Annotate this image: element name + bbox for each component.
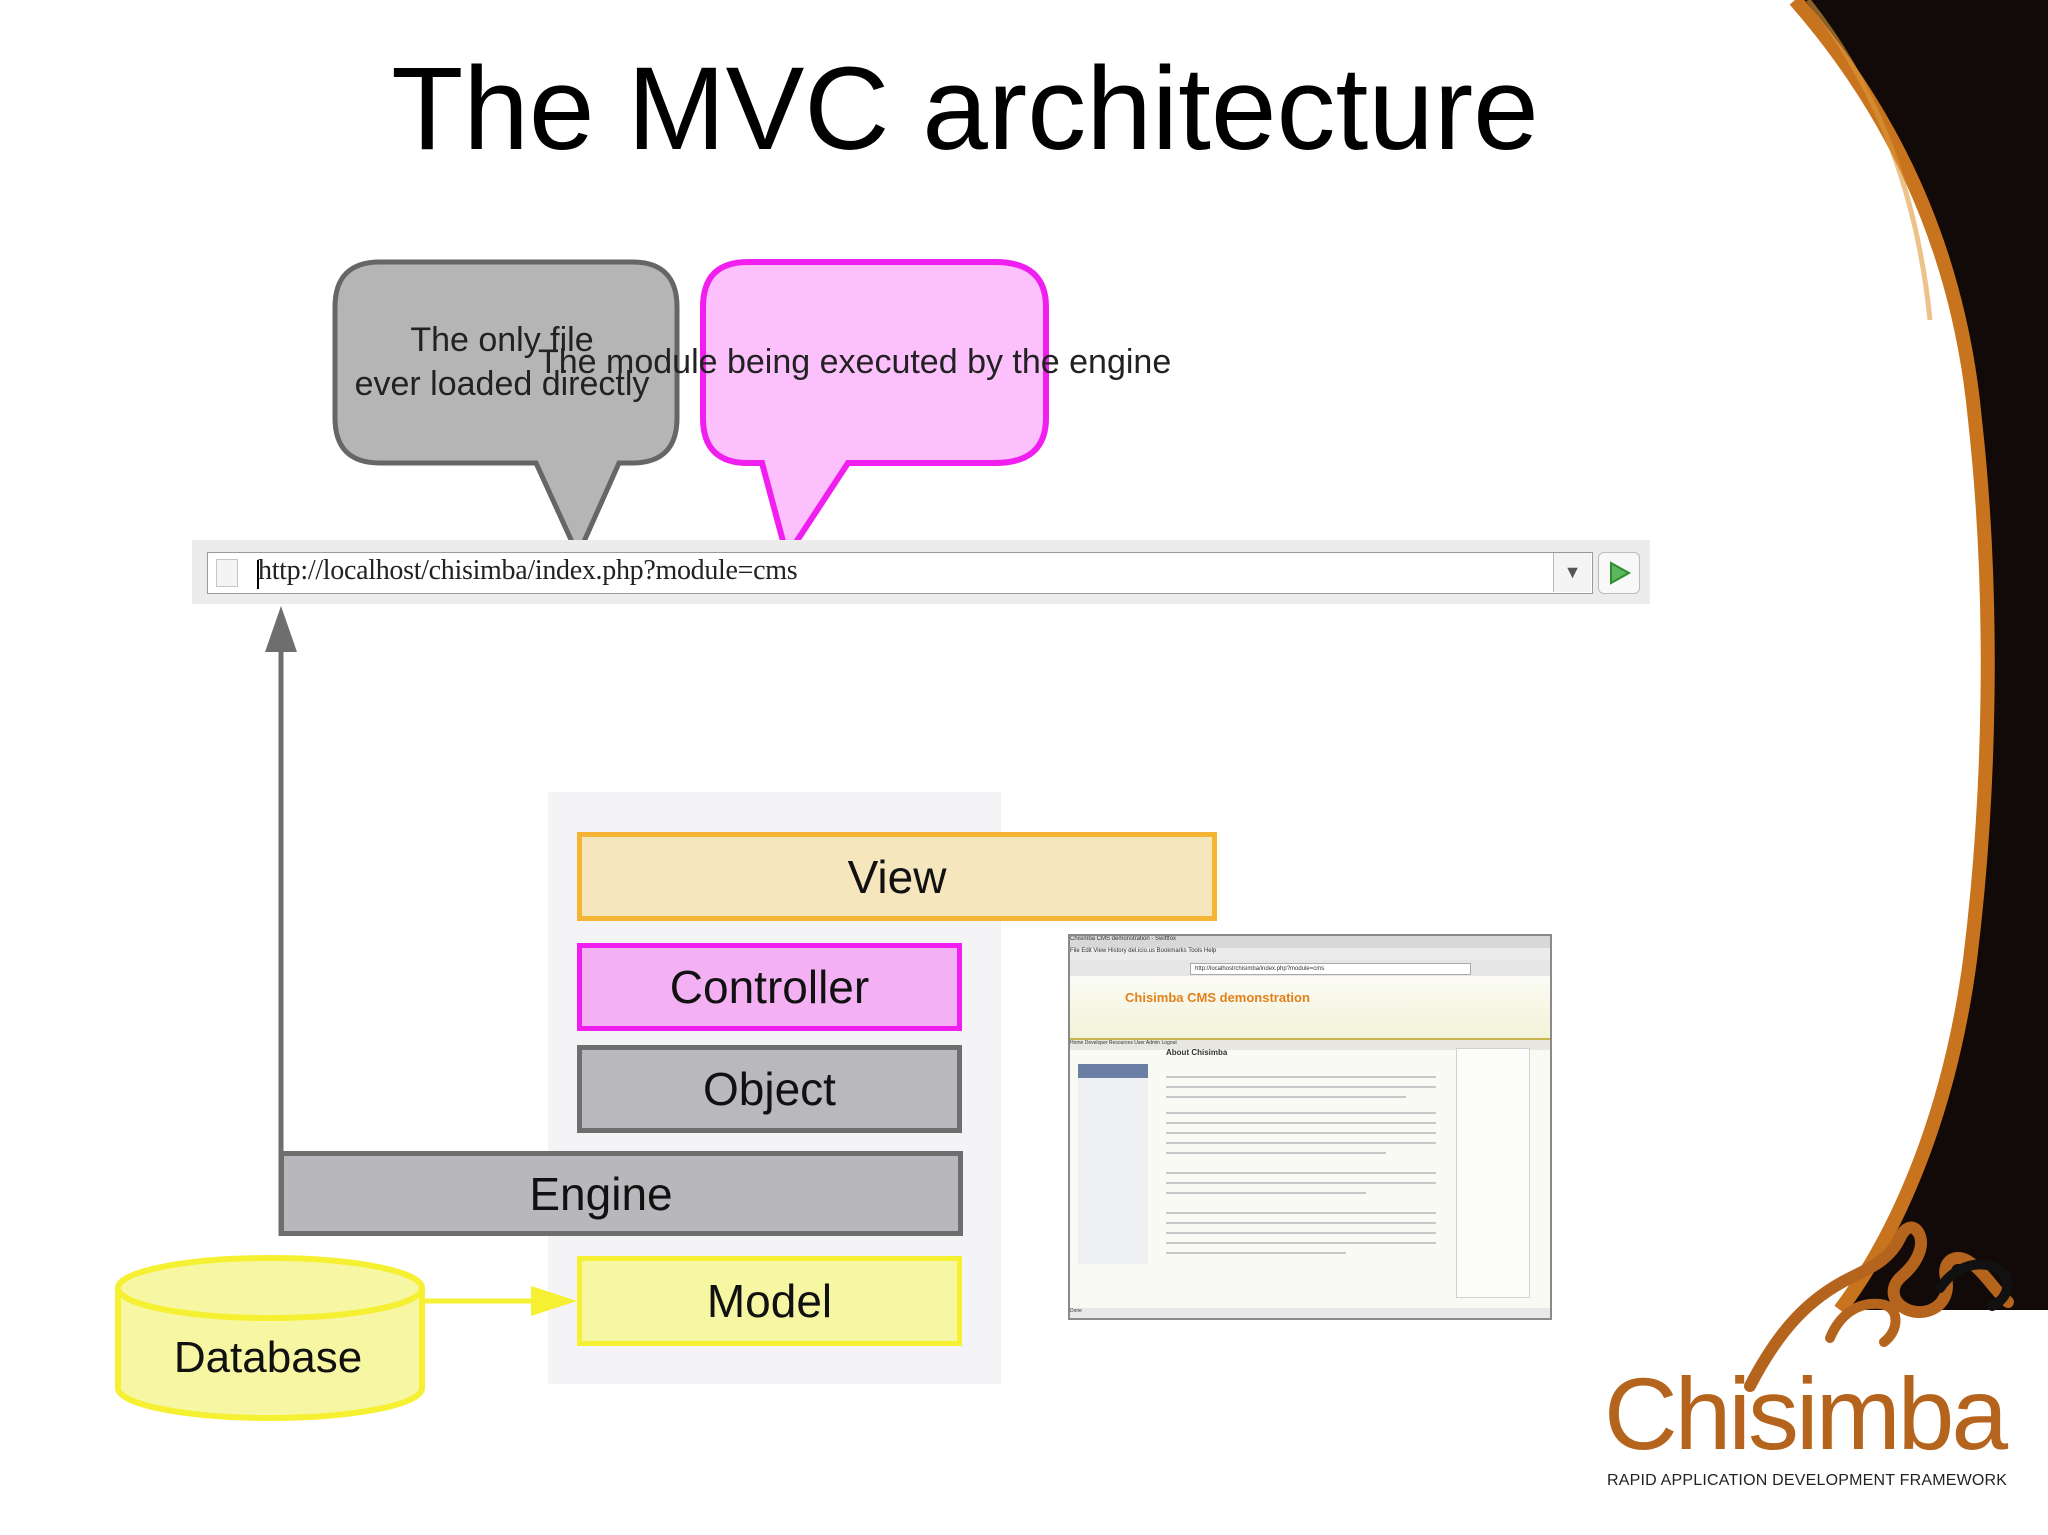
controller-layer: Controller <box>577 943 962 1031</box>
engine-layer: Engine <box>279 1151 963 1236</box>
thumb-text-line <box>1166 1142 1436 1144</box>
thumb-header <box>1070 976 1550 1040</box>
callout-index-line1: The only file <box>410 321 594 359</box>
thumb-menu-file: File <box>1070 948 1080 954</box>
go-arrow-icon <box>1610 561 1632 585</box>
page-icon <box>216 559 238 587</box>
thumb-text-line <box>1166 1182 1436 1184</box>
thumb-sidebar-active <box>1078 1064 1148 1078</box>
thumb-heading: About Chisimba <box>1166 1048 1228 1057</box>
thumb-menu-help: Help <box>1203 948 1217 954</box>
grey-callout-bubble <box>332 259 680 562</box>
logo-tagline: RAPID APPLICATION DEVELOPMENT FRAMEWORK <box>1607 1472 2008 1489</box>
chevron-down-icon[interactable]: ▼ <box>1553 553 1591 592</box>
thumb-sidebar <box>1078 1064 1148 1264</box>
chisimba-logo-mark <box>1744 1221 2014 1392</box>
up-arrow-head <box>265 606 297 652</box>
thumb-text-line <box>1166 1192 1366 1194</box>
thumb-text-line <box>1166 1232 1436 1234</box>
magenta-callout-bubble <box>700 259 1049 564</box>
thumb-text-line <box>1166 1222 1436 1224</box>
text-caret <box>257 560 259 589</box>
right-arrow-head <box>531 1286 577 1316</box>
thumb-nav: Home Developer Resources User Admin Logo… <box>1070 1040 1550 1050</box>
callout-bubbles <box>332 259 1049 564</box>
thumb-titlebar: Chisimba CMS demonstration - Swiftfox <box>1070 936 1550 948</box>
thumb-menu-edit: Edit <box>1081 948 1092 954</box>
thumb-menu-history: History <box>1107 948 1127 954</box>
connector-arrows <box>265 606 577 1316</box>
model-layer: Model <box>577 1256 962 1346</box>
thumb-statusbar: Done <box>1070 1308 1550 1318</box>
url-input[interactable] <box>207 552 1593 594</box>
thumb-nav-home: Home <box>1070 1040 1084 1046</box>
thumb-text-line <box>1166 1086 1436 1088</box>
thumb-text-line <box>1166 1212 1436 1214</box>
thumb-url: http://localhost/chisimba/index.php?modu… <box>1190 963 1471 975</box>
browser-screenshot: Chisimba CMS demonstration - Swiftfox Fi… <box>1068 934 1552 1320</box>
database-cylinder <box>115 1255 425 1421</box>
thumb-menu-view: View <box>1093 948 1107 954</box>
thumb-menu-bookmarks: Bookmarks <box>1156 948 1187 954</box>
chisimba-logo-text: Chisimba <box>1604 1357 2008 1471</box>
callout-index-text: The only file ever loaded directly <box>337 318 667 406</box>
slide-title: The MVC architecture <box>391 43 1539 175</box>
thumb-text-line <box>1166 1132 1436 1134</box>
thumb-nav-admin: Admin <box>1145 1040 1161 1046</box>
thumb-nav-user: User <box>1134 1040 1145 1046</box>
url-text: http://localhost/chisimba/index.php?modu… <box>258 555 798 586</box>
go-button[interactable] <box>1598 552 1640 594</box>
thumb-text-line <box>1166 1172 1436 1174</box>
thumb-nav-resources: Resources <box>1108 1040 1133 1046</box>
thumb-right-panel <box>1456 1048 1530 1298</box>
thumb-menu-tools: Tools <box>1188 948 1203 954</box>
thumb-site-title: Chisimba CMS demonstration <box>1125 990 1310 1005</box>
thumb-nav-logout: Logout <box>1161 1040 1177 1046</box>
thumb-text-line <box>1166 1252 1346 1254</box>
database-label: Database <box>173 1333 363 1382</box>
thumb-menubar: File Edit View History del.icio.us Bookm… <box>1070 948 1550 960</box>
callout-index-line2: ever loaded directly <box>354 365 650 404</box>
object-layer: Object <box>577 1045 962 1133</box>
thumb-text-line <box>1166 1152 1386 1154</box>
view-layer: View <box>577 832 1217 921</box>
thumb-text-line <box>1166 1242 1436 1244</box>
thumb-text-line <box>1166 1122 1436 1124</box>
thumb-nav-developer: Developer <box>1084 1040 1108 1046</box>
thumb-menu-delicious: del.icio.us <box>1128 948 1155 954</box>
thumb-text-line <box>1166 1112 1436 1114</box>
thumb-text-line <box>1166 1096 1406 1098</box>
thumb-text-line <box>1166 1076 1436 1078</box>
callout-module-text: The module being executed by the engine <box>538 343 1172 381</box>
